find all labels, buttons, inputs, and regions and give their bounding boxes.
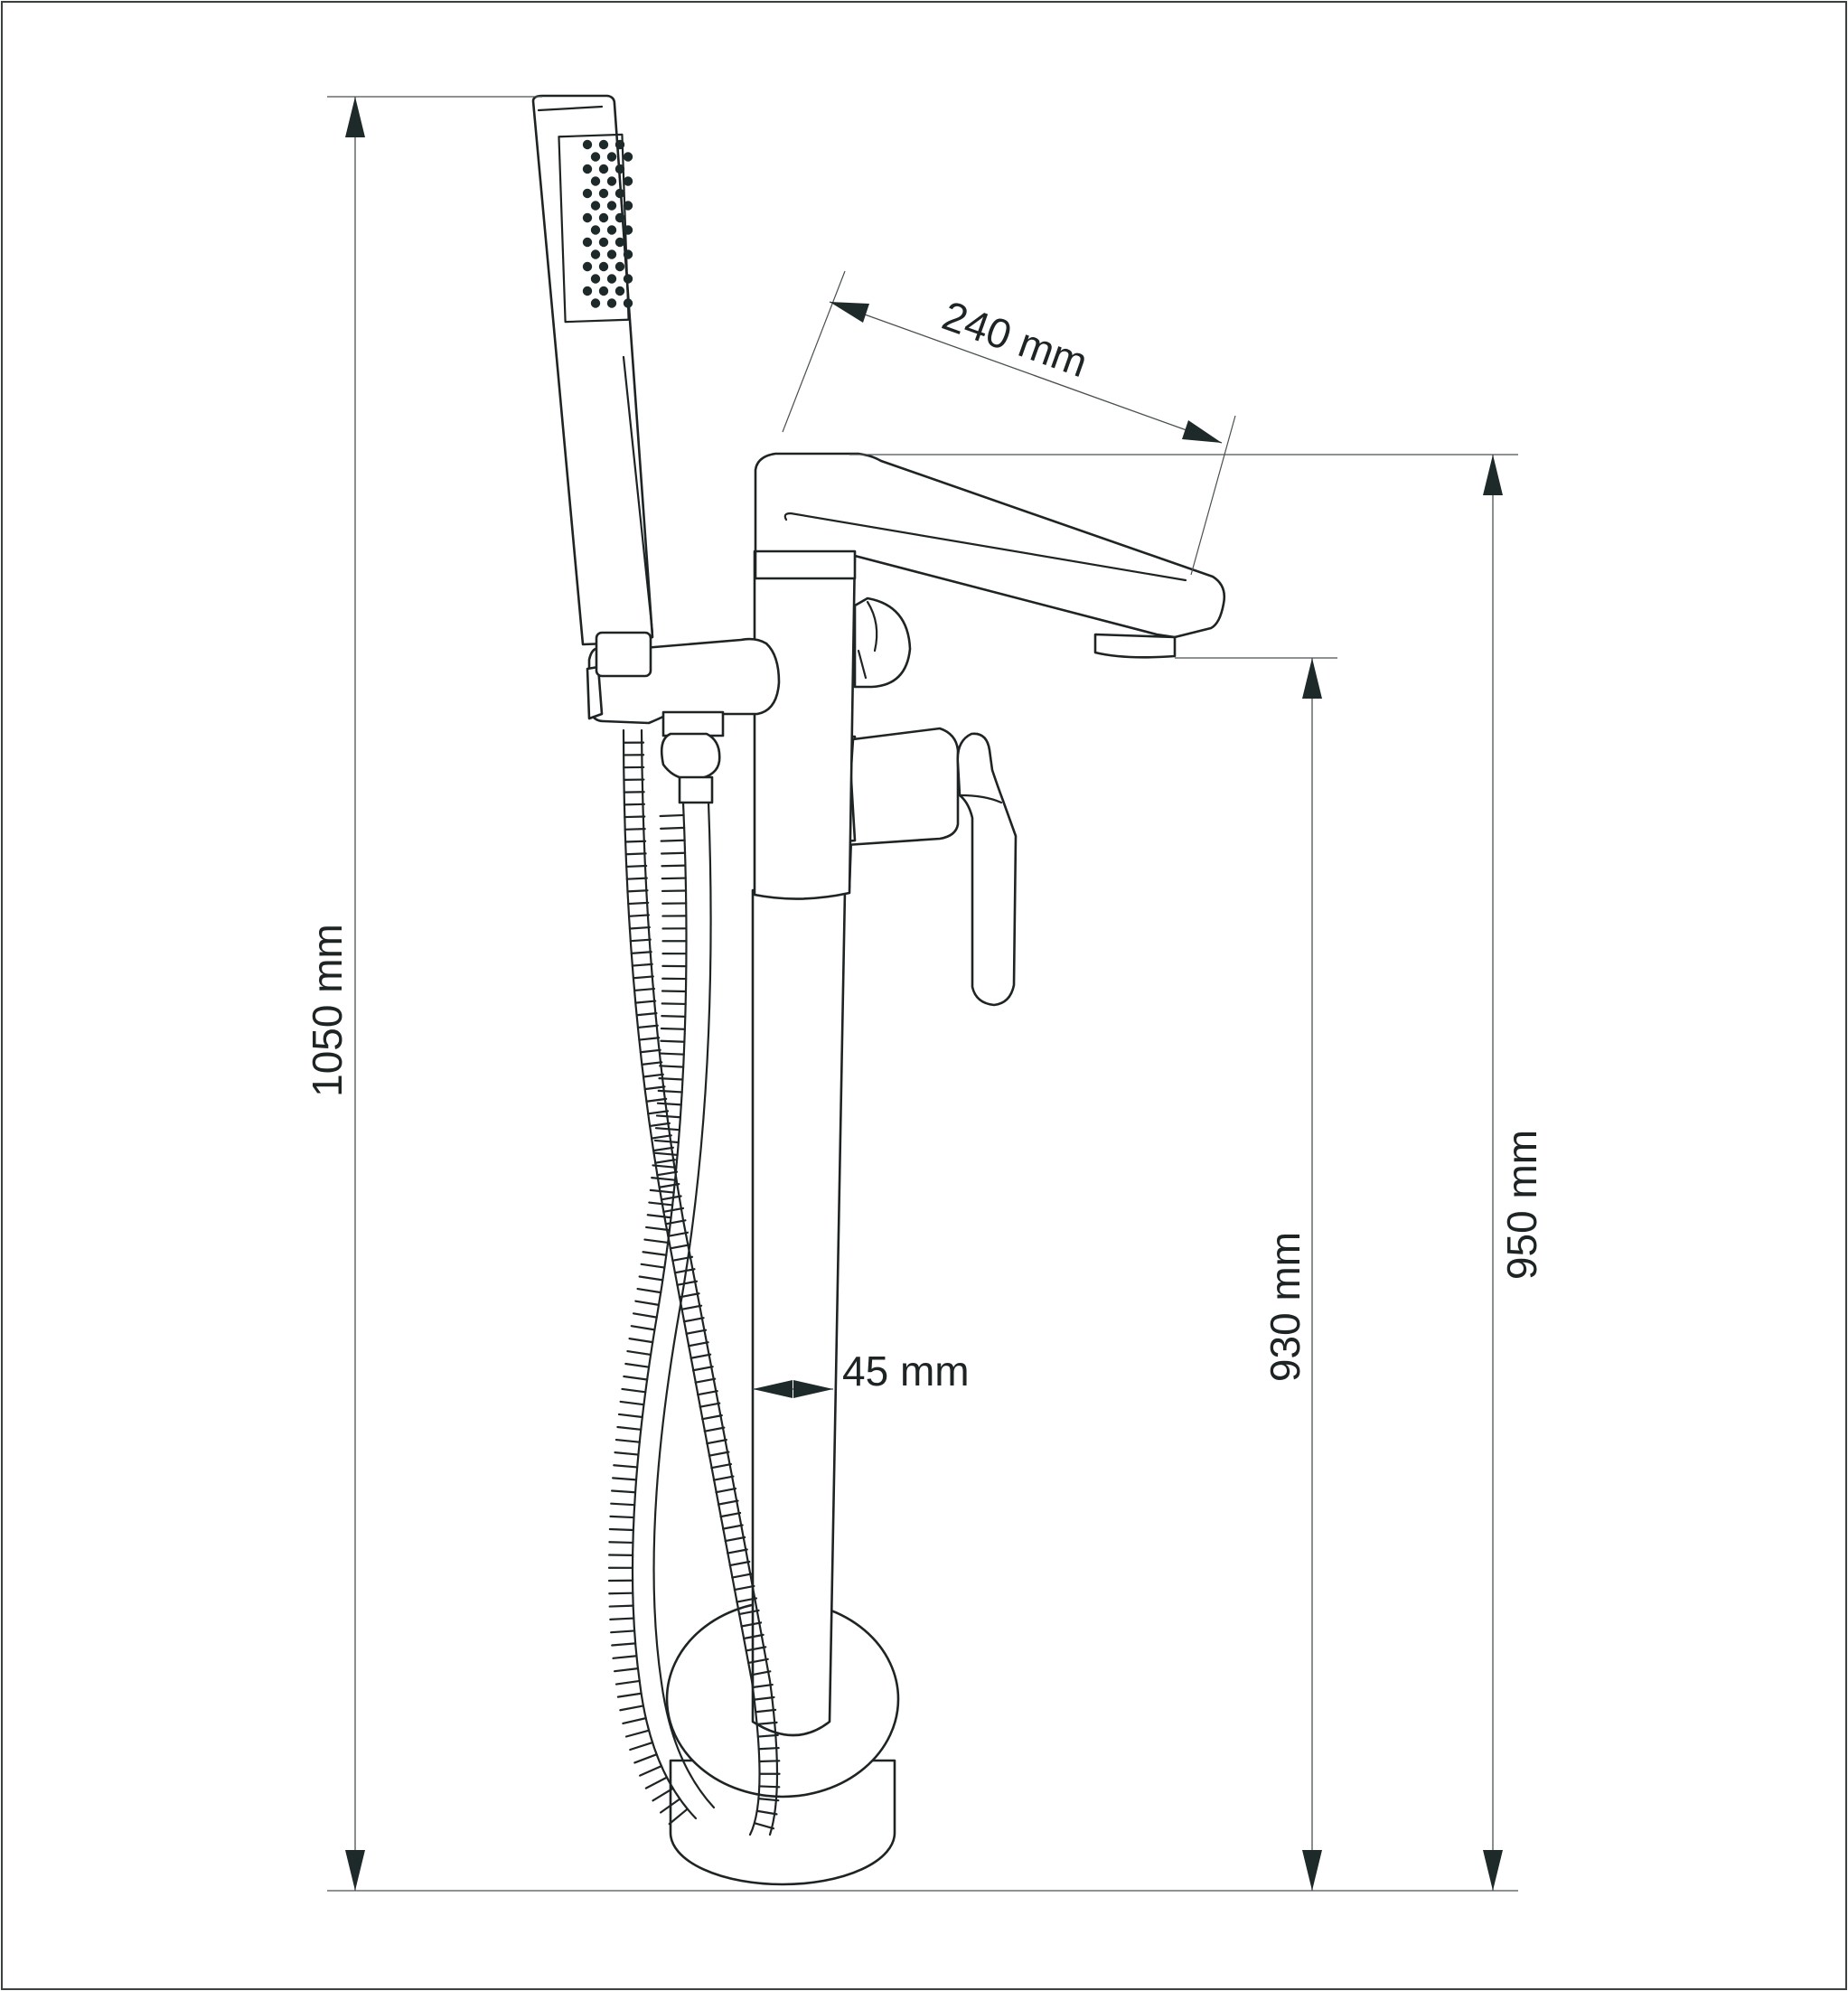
valve-body [753, 549, 857, 900]
shower-nozzles [582, 139, 633, 308]
spout [754, 452, 1226, 659]
diverter-knob [853, 596, 912, 689]
dimension-spout-height: 930 mm [1262, 658, 1322, 1891]
dimension-pipe-diameter: 45 mm [753, 1348, 970, 1398]
extension-lines [327, 96, 1518, 1892]
valve-top-collar [754, 549, 857, 580]
spout-reach-label: 240 mm [936, 292, 1093, 387]
vertical-pipe [751, 888, 847, 1737]
dimension-body-height: 950 mm [1483, 455, 1545, 1891]
hand-shower [531, 94, 654, 678]
shower-hose [607, 728, 781, 1836]
pipe-diameter-label: 45 mm [842, 1348, 970, 1395]
body-height-label: 950 mm [1498, 1130, 1545, 1280]
mixer-lever [816, 727, 1018, 1007]
dimension-overall-height: 1050 mm [304, 97, 365, 1891]
freestanding-faucet [531, 94, 1226, 1886]
dimension-spout-reach: 240 mm [829, 292, 1223, 444]
overall-height-label: 1050 mm [304, 924, 351, 1097]
hose-windings-b [607, 813, 689, 1826]
spout-height-label: 930 mm [1262, 1232, 1309, 1382]
hose-windings-a [622, 741, 781, 1830]
